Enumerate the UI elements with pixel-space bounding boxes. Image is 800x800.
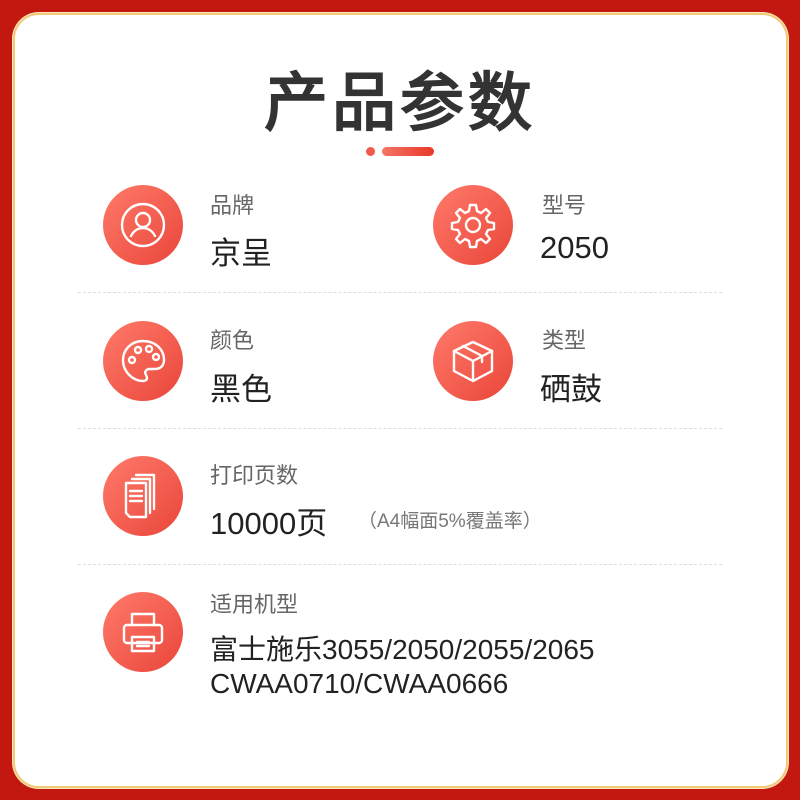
model-label: 型号 — [542, 193, 587, 218]
box-icon — [433, 321, 513, 401]
user-icon — [103, 185, 183, 265]
model-value: 2050 — [540, 230, 609, 265]
type-label: 类型 — [542, 328, 587, 353]
color-value: 黑色 — [210, 372, 272, 407]
title-decoration-bar — [382, 147, 434, 156]
divider — [78, 292, 722, 293]
pages-value: 10000页 — [210, 506, 328, 541]
brand-label: 品牌 — [210, 193, 255, 218]
divider — [78, 564, 722, 565]
type-value: 硒鼓 — [540, 372, 602, 407]
compat-models-line1: 富士施乐3055/2050/2055/2065 — [210, 634, 595, 665]
documents-icon — [103, 456, 183, 536]
pages-note: （A4幅面5%覆盖率） — [358, 511, 542, 532]
pages-label: 打印页数 — [210, 463, 299, 488]
printer-icon — [103, 592, 183, 672]
compat-models-line2: CWAA0710/CWAA0666 — [210, 668, 509, 699]
page-title: 产品参数 — [264, 67, 536, 139]
palette-icon — [103, 321, 183, 401]
brand-value: 京呈 — [210, 236, 272, 271]
title-decoration-dot — [366, 147, 375, 156]
divider — [78, 428, 722, 429]
gear-icon — [433, 185, 513, 265]
compat-label: 适用机型 — [210, 592, 299, 617]
color-label: 颜色 — [210, 328, 255, 353]
